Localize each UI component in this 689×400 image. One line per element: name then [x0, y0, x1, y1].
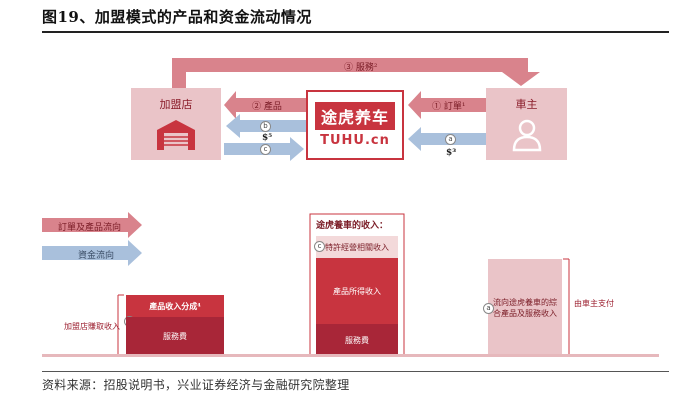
product-arrow [224, 91, 306, 119]
franchise-fee-label: 特許經營相關收入 [325, 242, 389, 252]
source-note: 资料来源：招股说明书，兴业证券经济与金融研究院整理 [42, 378, 350, 392]
shop-label: 加盟店 [159, 98, 193, 111]
baseline-axis [42, 354, 659, 357]
product-income-bar: 產品所得收入 [316, 258, 398, 324]
tuhu-logo: 途虎养车 [314, 102, 395, 130]
source-rule [42, 371, 669, 372]
shop-share-bar: 產品收入分成⁴ [126, 295, 224, 317]
tuhu-hub-node: 途虎养车 TUHU.cn [306, 90, 404, 160]
legend-funds-label: 資金流向 [78, 251, 115, 261]
tuhu-revenue-title: 途虎養車的收入： [316, 221, 389, 231]
franchise-fee-bar: 特許經營相關收入 [316, 236, 398, 258]
shop-earn-label: 加盟店賺取收入 [64, 322, 120, 331]
owner-pay-bar: 流向途虎養車的綜合產品及服務收入 [488, 259, 562, 356]
tuhu-service-fee-label: 服務費 [345, 335, 369, 345]
service-arrow-label: ③ 服務² [344, 63, 378, 73]
owner-pay-bracket [563, 258, 570, 357]
owner-pay-side-label: 由車主支付 [574, 299, 614, 308]
marker-b: b [260, 121, 271, 132]
shop-service-fee-bar: 服務費 [126, 317, 224, 356]
shop-service-fee-label: 服務費 [163, 332, 187, 341]
tuhu-domain: TUHU.cn [320, 133, 390, 148]
order-arrow [408, 91, 486, 119]
car-owner-node: 車主 [486, 88, 567, 160]
tuhu-service-fee-bar: 服務費 [316, 324, 398, 356]
product-income-label: 產品所得收入 [333, 286, 381, 296]
legend-red-arrow [42, 212, 142, 238]
dollar-b: $⁵ [262, 133, 273, 143]
marker-c: c [260, 144, 271, 155]
service-arrow [172, 58, 540, 88]
franchise-shop-node: 加盟店 [131, 88, 221, 160]
legend-order-product-label: 訂單及產品流向 [58, 223, 122, 233]
garage-icon [157, 120, 195, 150]
shop-share-label: 產品收入分成⁴ [149, 300, 201, 311]
product-arrow-label: ② 產品 [252, 102, 282, 112]
title-rule [42, 31, 669, 33]
person-icon [512, 119, 541, 152]
marker-c-revenue: c [314, 241, 325, 252]
marker-a-revenue: a [483, 303, 494, 314]
figure-title: 图19、加盟模式的产品和资金流动情况 [42, 8, 312, 26]
order-arrow-label: ① 訂單¹ [432, 102, 466, 112]
dollar-a: $³ [446, 148, 457, 158]
owner-pay-label-box: 流向途虎養車的綜合產品及服務收入 [493, 297, 557, 318]
tuhu-revenue-frame [309, 213, 405, 356]
marker-a: a [445, 134, 456, 145]
legend-blue-arrow [42, 240, 142, 266]
owner-label: 車主 [515, 98, 538, 111]
